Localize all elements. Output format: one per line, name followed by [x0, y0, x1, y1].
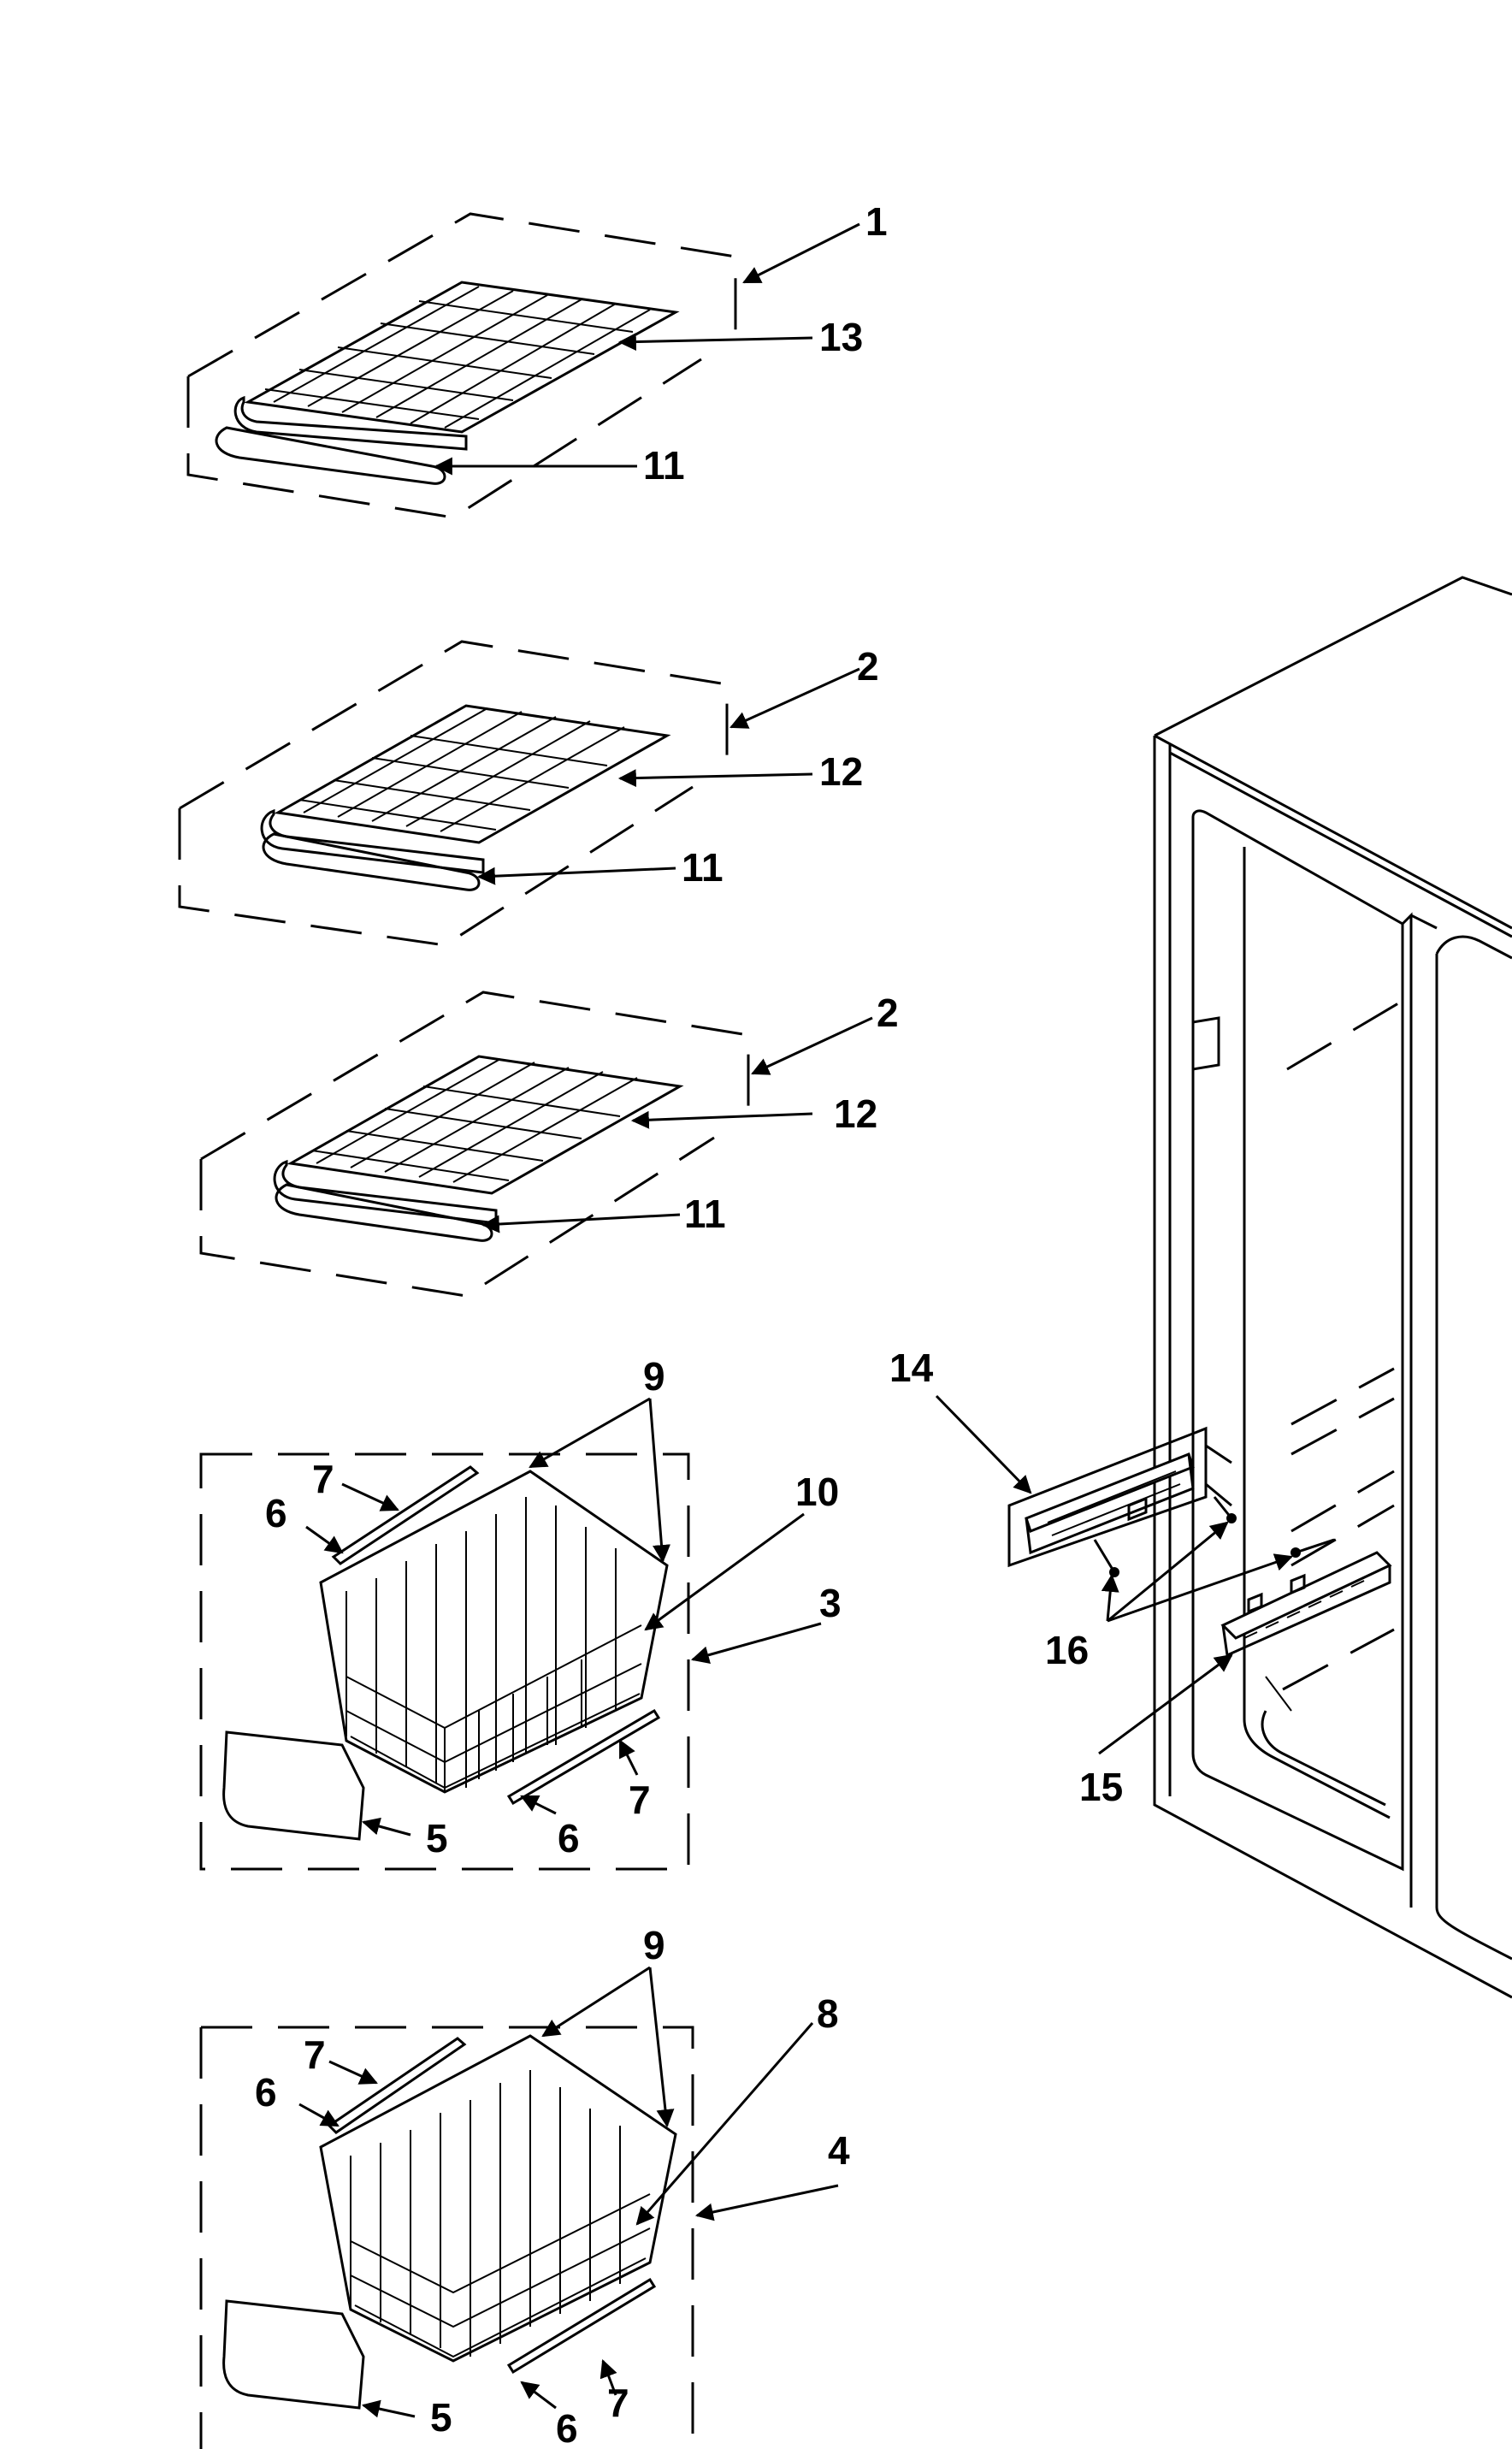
- callout-10: 10: [795, 1470, 839, 1514]
- shelf-assembly-2-lower: [199, 991, 750, 1298]
- callout-7-c: 7: [304, 2032, 326, 2077]
- callout-11-b: 11: [682, 845, 724, 890]
- cabinet-latch: [1191, 1016, 1220, 1071]
- callout-6-b: 6: [558, 1816, 580, 1860]
- callout-12-b: 12: [834, 1091, 877, 1136]
- rail-7-bottom-b3: [506, 1708, 661, 1806]
- callout-2-b: 2: [877, 991, 899, 1035]
- callout-6-d: 6: [556, 2406, 578, 2449]
- bracket-14: [1025, 1452, 1195, 1555]
- shelf-13: [233, 281, 680, 451]
- shelf-trim-11-upper: [262, 832, 481, 891]
- callout-6-a: 6: [265, 1491, 287, 1535]
- callout-5-a: 5: [426, 1816, 448, 1860]
- callout-8: 8: [817, 1991, 839, 2036]
- shelf-assembly-1: [186, 212, 737, 519]
- shelf-assembly-2-upper: [178, 640, 729, 947]
- shelf-12-upper: [260, 704, 671, 874]
- callout-4: 4: [828, 2128, 850, 2173]
- callout-2-a: 2: [857, 644, 879, 689]
- basket-10: [319, 1470, 669, 1794]
- rail-7-top-b3: [331, 1465, 480, 1565]
- refrigerator-cabinet: [1007, 576, 1512, 1999]
- callout-7-a: 7: [312, 1457, 334, 1501]
- basket-assembly-4: [199, 2026, 694, 2449]
- callout-12-a: 12: [819, 749, 863, 794]
- rail-7-bottom-b4: [506, 2277, 657, 2375]
- callout-6-c: 6: [255, 2070, 277, 2115]
- rail-7-top-b4: [327, 2037, 467, 2134]
- callout-11-c: 11: [684, 1192, 726, 1236]
- basket-8: [319, 2034, 677, 2363]
- leader-lines: [298, 222, 1293, 2418]
- callout-14: 14: [889, 1346, 934, 1390]
- screws-16: [1093, 1496, 1335, 1577]
- shelf-trim-11-lower: [275, 1183, 493, 1242]
- callout-7-b: 7: [629, 1778, 651, 1822]
- bracket-15: [1220, 1551, 1392, 1658]
- callout-1: 1: [865, 199, 888, 244]
- callout-5-b: 5: [430, 2395, 452, 2440]
- callout-9-a: 9: [643, 1354, 665, 1399]
- shelf-trim-11-top: [215, 426, 446, 485]
- callout-labels: 1 13 11 2 12 11 2 12 11 9 7 10 6 3 7 5 6…: [255, 199, 1123, 2449]
- callout-15: 15: [1079, 1765, 1123, 1809]
- callout-16: 16: [1045, 1628, 1089, 1672]
- callout-13: 13: [819, 315, 863, 359]
- callout-11-a: 11: [643, 443, 685, 488]
- callout-7-d: 7: [607, 2381, 629, 2425]
- shelf-12-lower: [273, 1055, 684, 1225]
- callout-3: 3: [819, 1581, 842, 1625]
- basket-assembly-3: [199, 1452, 690, 1871]
- basket-4-front: [222, 2299, 365, 2410]
- basket-3-front: [222, 1730, 365, 1841]
- callout-9-b: 9: [643, 1923, 665, 1967]
- cabinet-mount-plate: [1007, 1426, 1208, 1568]
